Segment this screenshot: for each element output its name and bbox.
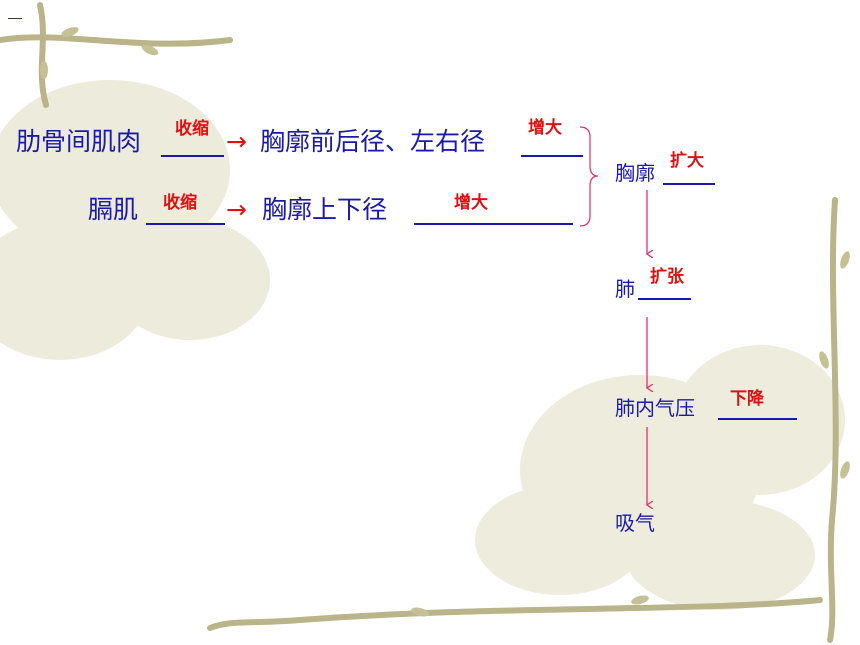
row1-label: 肋骨间肌肉 (16, 127, 142, 156)
chain-1-label: 胸廓 (615, 161, 655, 185)
chain-1-answer: 扩大 (670, 151, 704, 171)
row2-target: 胸廓上下径 (262, 195, 388, 224)
chain-3-answer: 下降 (730, 389, 764, 409)
row2-label: 膈肌 (88, 195, 139, 224)
chain-4-label: 吸气 (615, 511, 655, 535)
faded-flower-right (475, 345, 845, 610)
row1-state-answer: 收缩 (175, 119, 209, 139)
row1-target: 胸廓前后径、左右径 (260, 127, 486, 156)
right-brace-icon (579, 126, 599, 227)
row2-state-answer: 收缩 (163, 193, 197, 213)
chain-3-blank (718, 418, 797, 420)
row1-arrow-icon: → (226, 127, 247, 156)
vine-leaves (40, 27, 850, 617)
row2-result-blank (414, 223, 573, 225)
row2-arrow-icon: → (226, 195, 247, 224)
chain-3-label: 肺内气压 (615, 396, 695, 420)
chain-2-answer: 扩张 (650, 267, 684, 287)
chain-2-blank (638, 298, 691, 300)
chain-1-blank (663, 183, 715, 185)
row2-state-blank (146, 223, 225, 225)
row1-result-answer: 增大 (528, 118, 562, 138)
faded-flower-left (0, 80, 270, 360)
row1-state-blank (161, 155, 224, 157)
vine-border (0, 2, 839, 643)
chain-2-label: 肺 (615, 277, 635, 301)
corner-dash (8, 18, 22, 19)
row2-result-answer: 增大 (454, 193, 488, 213)
row1-result-blank (521, 155, 583, 157)
